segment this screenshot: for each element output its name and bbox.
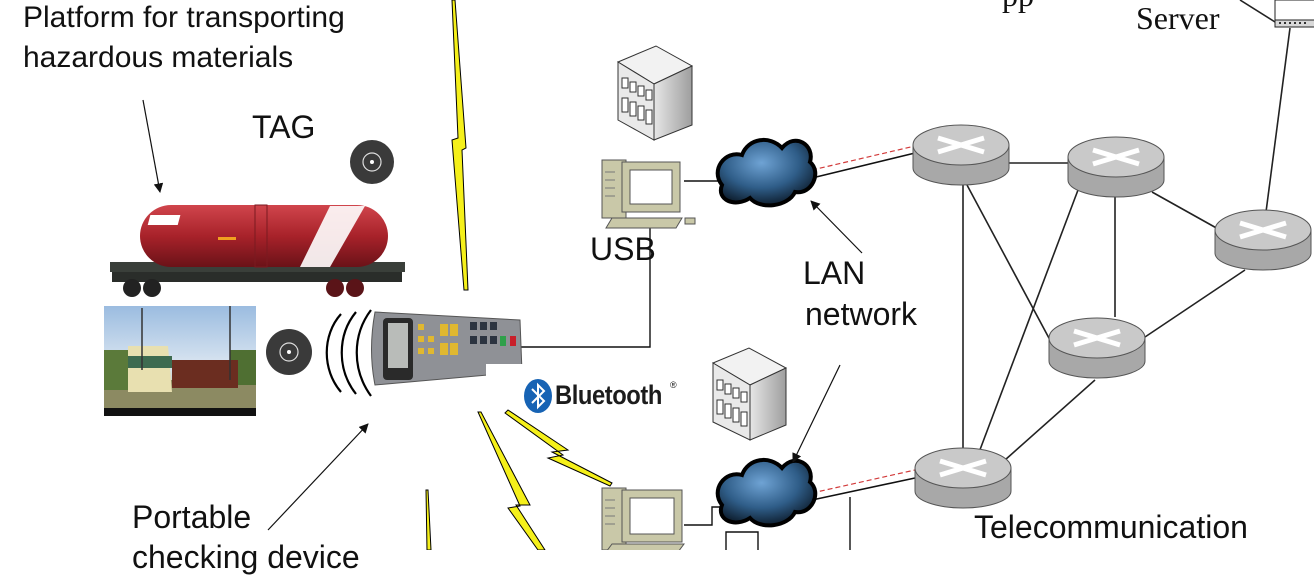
router-r4-icon [1048, 317, 1146, 379]
link-cloud2-drop [725, 531, 759, 550]
lan-cloud-1-icon [715, 138, 818, 208]
world-tag-badge-2-icon [266, 329, 312, 375]
router-r3-icon [1214, 209, 1312, 271]
link-r2-r5 [977, 189, 1079, 456]
lan-label-line-2: network [805, 296, 918, 332]
network-links [962, 0, 1291, 461]
server-switch-icon [1274, 0, 1314, 28]
locomotive-photo-image [104, 306, 256, 416]
diagram-canvas: Platform for transporting hazardous mate… [23, 0, 1314, 574]
rfid-signal-waves-icon [325, 309, 372, 397]
building-1-icon [616, 45, 694, 141]
lan-label-line-1: LAN [803, 255, 866, 291]
platform-label-line-2: hazardous materials [23, 41, 294, 74]
link-r1-r4 [966, 184, 1051, 341]
link-cloud2-r5 [811, 477, 916, 501]
arrow-portable [267, 423, 369, 531]
link-r3-server [1265, 27, 1291, 213]
router-r1-icon [912, 124, 1010, 186]
link-r3-r4 [1144, 269, 1246, 338]
computer-1-icon [601, 159, 696, 229]
world-tag-badge-1-icon [350, 140, 394, 184]
bluetooth-text: Bluetooth [555, 380, 662, 410]
link-cloud1-r1 [811, 152, 916, 179]
app-label-partial: pp [1002, 0, 1034, 12]
building-2-icon [711, 347, 788, 441]
bluetooth-registered-mark: ® [670, 380, 677, 390]
router-r5-icon [914, 447, 1012, 509]
usb-label: USB [590, 231, 656, 267]
portable-label-line-2: checking device [132, 539, 360, 575]
arrow-lan-1 [810, 200, 863, 254]
lightning-bolt-down-icon [477, 411, 546, 550]
link-pc2-cloud2 [684, 506, 722, 526]
dashed-link-cloud2-r5 [811, 469, 916, 494]
bluetooth-label: Bluetooth [555, 380, 676, 411]
tanker-wagon-image [110, 204, 405, 297]
bluetooth-logo-icon [524, 379, 552, 413]
arrow-lan-2 [792, 364, 841, 463]
lightning-bolt-bluetooth-icon [504, 409, 613, 487]
portable-label-line-1: Portable [132, 499, 252, 535]
computer-2-icon [601, 487, 685, 550]
lightning-bolt-top-icon [451, 0, 469, 291]
telecommunication-label: Telecommunication [974, 509, 1248, 545]
server-label: Server [1136, 0, 1220, 36]
dashed-link-cloud1-r1 [811, 145, 916, 171]
arrow-platform [142, 99, 164, 193]
usb-cable [512, 228, 651, 348]
link-r2-r3 [1151, 191, 1221, 231]
lan-cloud-2-icon [715, 458, 818, 528]
link-server-top [1239, 0, 1276, 23]
tag-label: TAG [252, 109, 316, 145]
link-r4-r5 [1004, 379, 1096, 461]
router-r2-icon [1067, 136, 1165, 198]
portable-checking-device-image [371, 311, 523, 386]
lightning-bolt-bottom-icon [425, 489, 432, 550]
platform-label-line-1: Platform for transporting [23, 1, 345, 34]
